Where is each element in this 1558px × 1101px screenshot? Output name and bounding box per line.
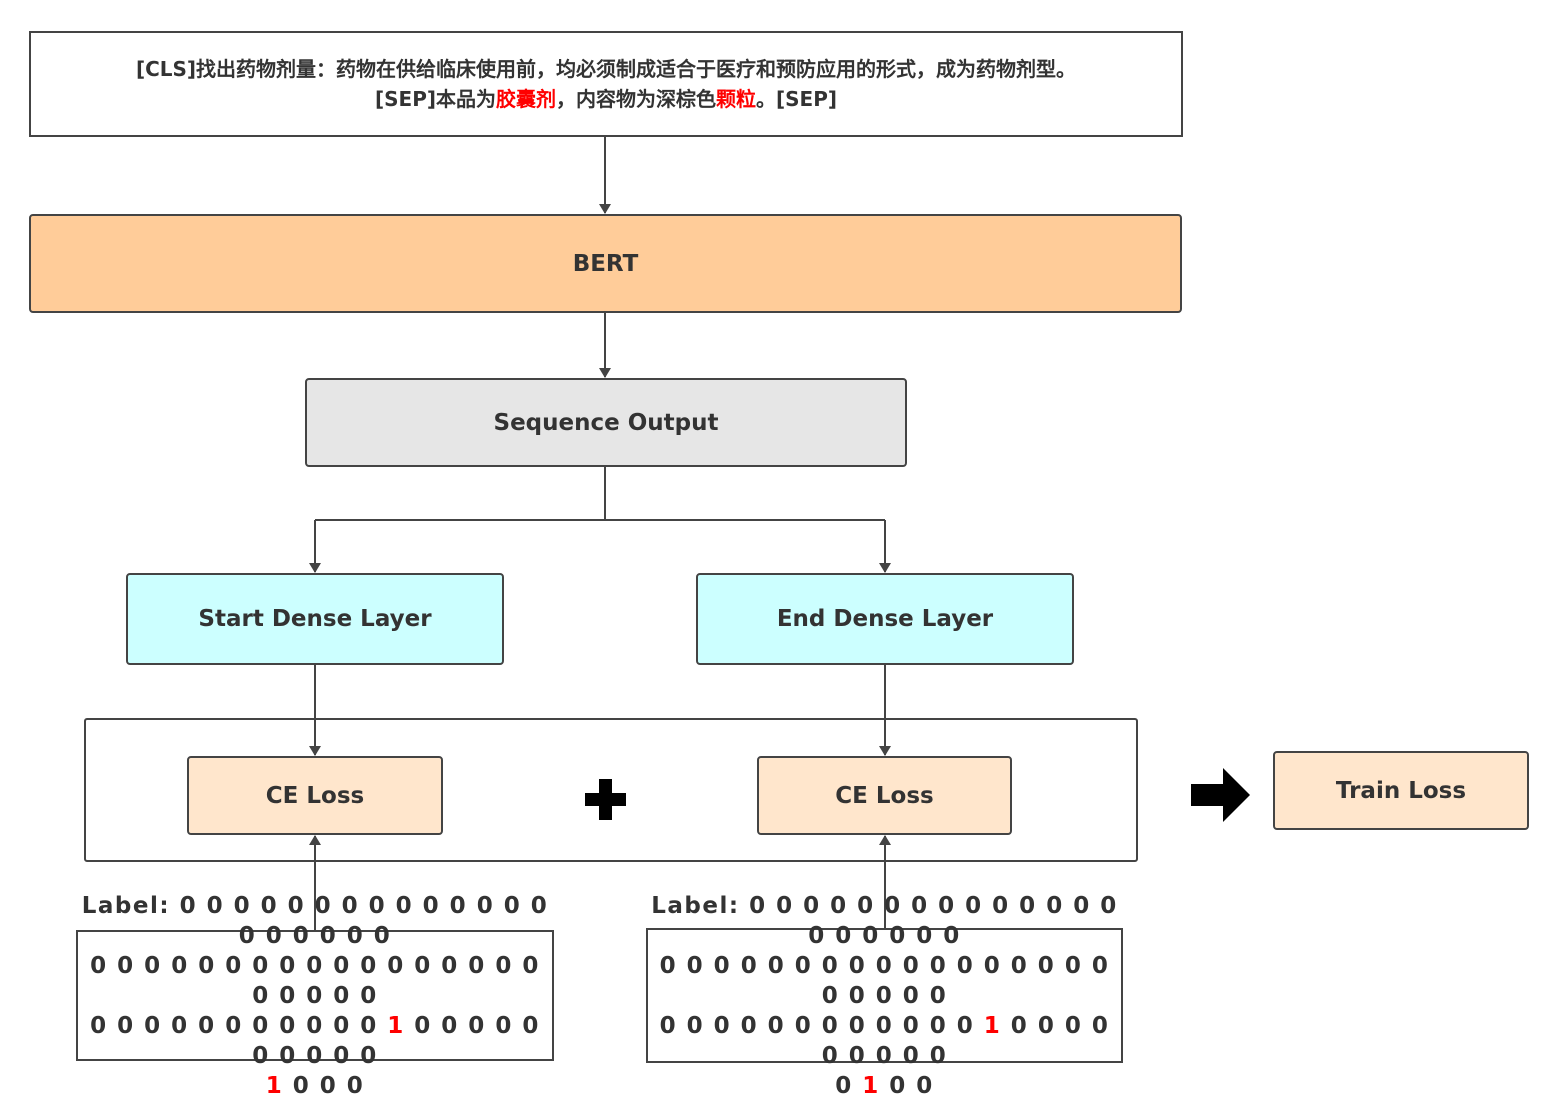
label-seg: 0 0 0 0 0 0 0 0 0 (821, 1012, 1110, 1069)
label-seg: 0 (835, 1072, 863, 1099)
label-highlight: 1 (265, 1072, 284, 1099)
input-line-1: [CLS]找出药物剂量：药物在供给临床使用前，均必须制成适合于医疗和预防应用的形… (135, 57, 1077, 81)
start-dense-node: Start Dense Layer (126, 573, 504, 665)
label-highlight: 1 (862, 1072, 880, 1099)
label-seg: 0 0 0 0 0 0 0 0 0 0 0 0 (659, 1012, 984, 1039)
train-loss-label: Train Loss (1335, 777, 1467, 804)
sequence-output-node: Sequence Output (305, 378, 907, 467)
label-seg: 0 0 (879, 1072, 934, 1099)
plus-icon (585, 779, 626, 820)
right-arrow-icon (1191, 768, 1250, 822)
bert-node: BERT (29, 214, 1182, 313)
ce-loss-start-node: CE Loss (187, 756, 443, 835)
ce-loss-start-label: CE Loss (265, 782, 365, 809)
end-dense-label: End Dense Layer (776, 606, 994, 632)
input-seg: ，内容物为深棕色 (556, 87, 716, 111)
label-seg: 0 0 0 (283, 1072, 365, 1099)
ce-loss-end-label: CE Loss (835, 782, 934, 809)
start-label-box: Label: 0 0 0 0 0 0 0 0 0 0 0 0 0 0 0 0 0… (76, 893, 554, 1099)
end-dense-node: End Dense Layer (696, 573, 1074, 665)
ce-loss-end-node: CE Loss (757, 756, 1012, 835)
loss-group (84, 718, 1138, 862)
start-label-line: Label: 0 0 0 0 0 0 0 0 0 0 0 0 0 0 0 0 0… (81, 892, 549, 949)
start-label-line: 0 0 0 0 0 0 0 0 0 0 0 0 0 0 0 0 0 0 0 0 … (90, 952, 540, 1009)
end-label-line: 0 0 0 0 0 0 0 0 0 0 0 0 1 0 0 0 0 0 0 0 … (648, 1011, 1121, 1071)
train-loss-node: Train Loss (1273, 751, 1529, 830)
end-label-line: 0 0 0 0 0 0 0 0 0 0 0 0 0 0 0 0 0 0 0 0 … (659, 952, 1110, 1009)
answer-highlight: 胶囊剂 (496, 87, 556, 111)
bert-label: BERT (572, 250, 639, 277)
start-label-line: 0 0 0 0 0 0 0 0 0 0 0 1 0 0 0 0 0 0 0 0 … (78, 1011, 552, 1071)
answer-highlight: 颗粒 (716, 87, 756, 111)
label-highlight: 1 (983, 1012, 1002, 1039)
start-dense-label: Start Dense Layer (198, 606, 432, 632)
start-label-line: 1 0 0 0 (266, 1071, 365, 1101)
input-seg: [SEP]本品为 (374, 87, 496, 111)
input-line-2: [SEP]本品为胶囊剂，内容物为深棕色颗粒。[SEP] (375, 84, 837, 114)
input-text-box: [CLS]找出药物剂量：药物在供给临床使用前，均必须制成适合于医疗和预防应用的形… (29, 31, 1183, 137)
edge-seq-split (315, 467, 885, 521)
input-seg: 。[SEP] (756, 87, 838, 111)
label-seg: 0 0 0 0 0 0 0 0 0 0 0 (90, 1012, 388, 1039)
end-label-line: 0 1 0 0 (835, 1071, 934, 1101)
label-highlight: 1 (387, 1012, 405, 1039)
label-seg: 0 0 0 0 0 0 0 0 0 0 (252, 1012, 540, 1069)
end-label-line: Label: 0 0 0 0 0 0 0 0 0 0 0 0 0 0 0 0 0… (651, 892, 1118, 949)
end-label-box: Label: 0 0 0 0 0 0 0 0 0 0 0 0 0 0 0 0 0… (646, 893, 1123, 1099)
sequence-output-label: Sequence Output (493, 409, 719, 436)
